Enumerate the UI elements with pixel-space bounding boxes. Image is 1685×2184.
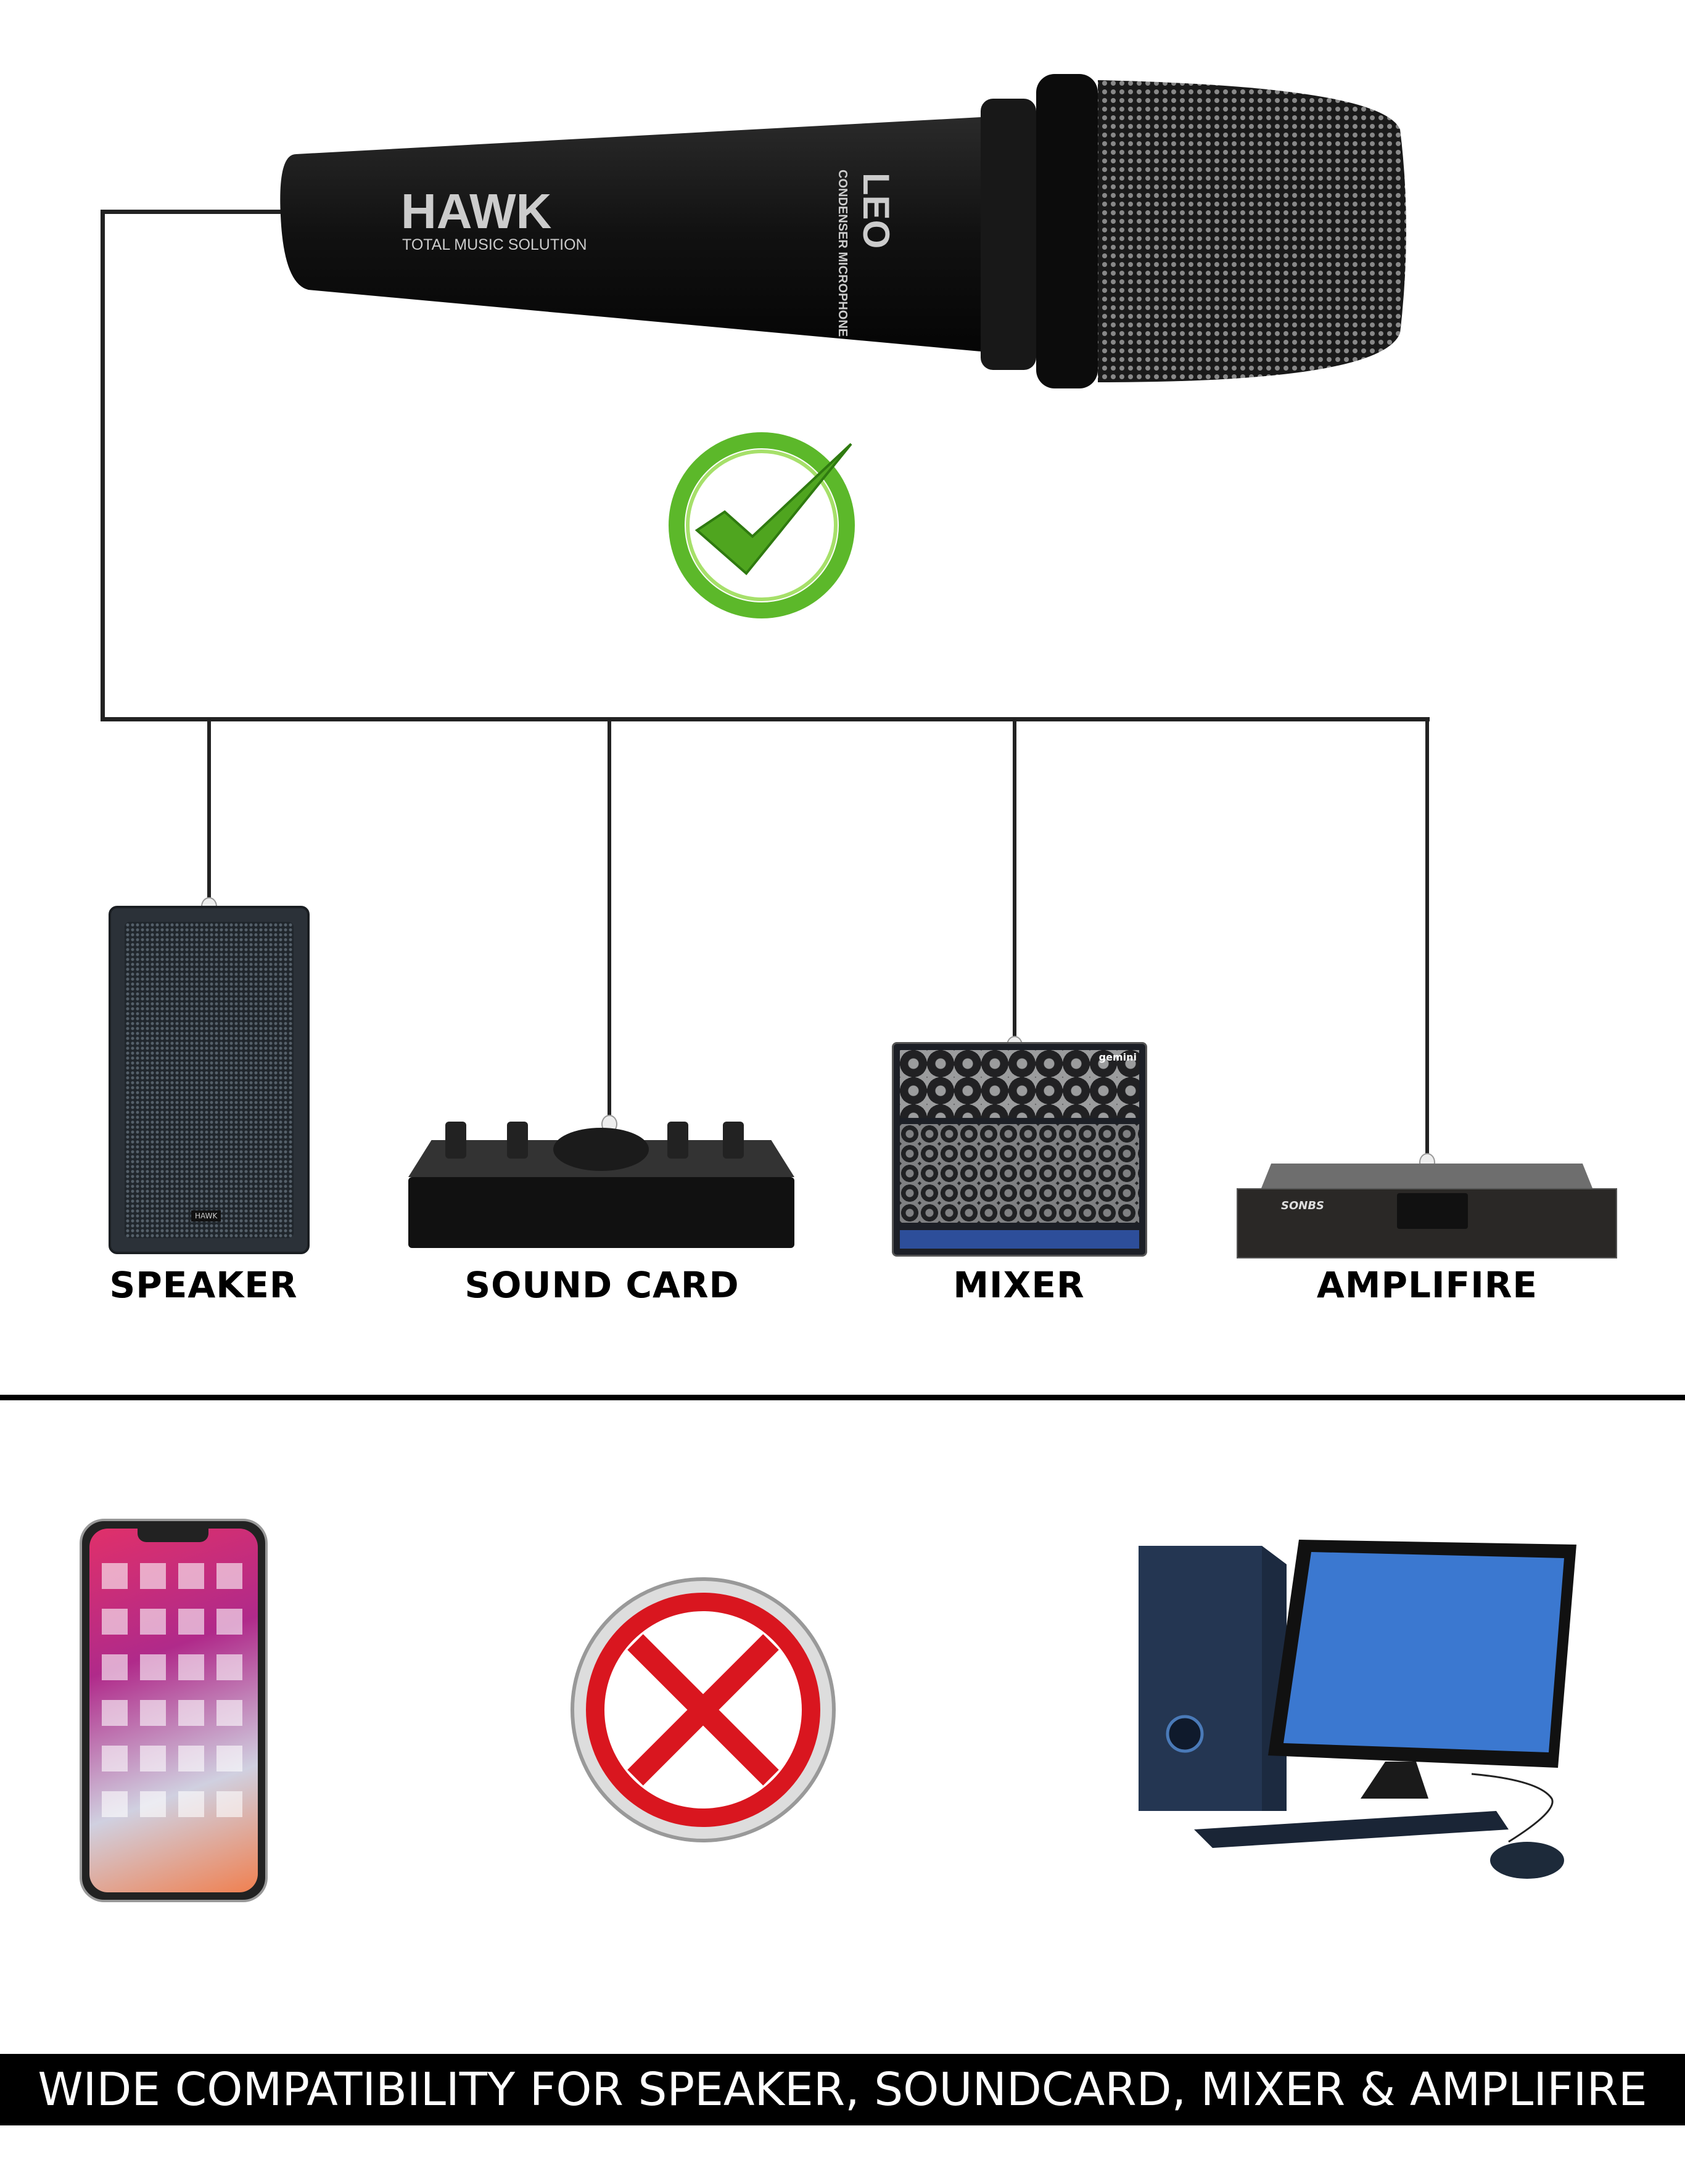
section-divider [0,1395,1685,1400]
mic-model-subtitle: CONDENSER MICROPHONE [836,170,849,337]
speaker-logo: HAWK [191,1210,221,1221]
mic-brand-logo: HAWK [401,184,552,239]
cable-bus [101,717,1430,721]
cable-vertical [101,210,105,721]
amplifier-logo: SONBS [1281,1199,1325,1212]
cable-mic-left [101,210,281,214]
amplifier-image: SONBS [1237,1164,1617,1258]
label-speaker: SPEAKER [109,1264,298,1306]
cable-drop-speaker [207,717,211,902]
cable-drop-amplifier [1425,717,1429,1158]
red-cross-icon [571,1577,836,1842]
mixer-logo: gemini [1098,1051,1137,1063]
green-check-icon [669,432,855,618]
cable-drop-mixer [1013,717,1016,1041]
compatibility-banner: WIDE COMPATIBILITY FOR SPEAKER, SOUNDCAR… [0,2054,1685,2125]
cable-drop-soundcard [608,717,611,1121]
sound-card-image [408,1122,794,1254]
speaker-image: HAWK [109,906,310,1254]
microphone-image: HAWK TOTAL MUSIC SOLUTION LEO CONDENSER … [280,74,1406,388]
label-mixer: MIXER [953,1264,1085,1306]
label-amplifier: AMPLIFIRE [1316,1264,1538,1306]
smartphone-icon [80,1519,268,1902]
mixer-image: gemini [892,1042,1147,1257]
mic-model: LEO [855,173,897,248]
label-sound-card: SOUND CARD [464,1264,740,1306]
mic-tagline: TOTAL MUSIC SOLUTION [402,236,587,253]
desktop-computer-icon [1139,1540,1576,1879]
